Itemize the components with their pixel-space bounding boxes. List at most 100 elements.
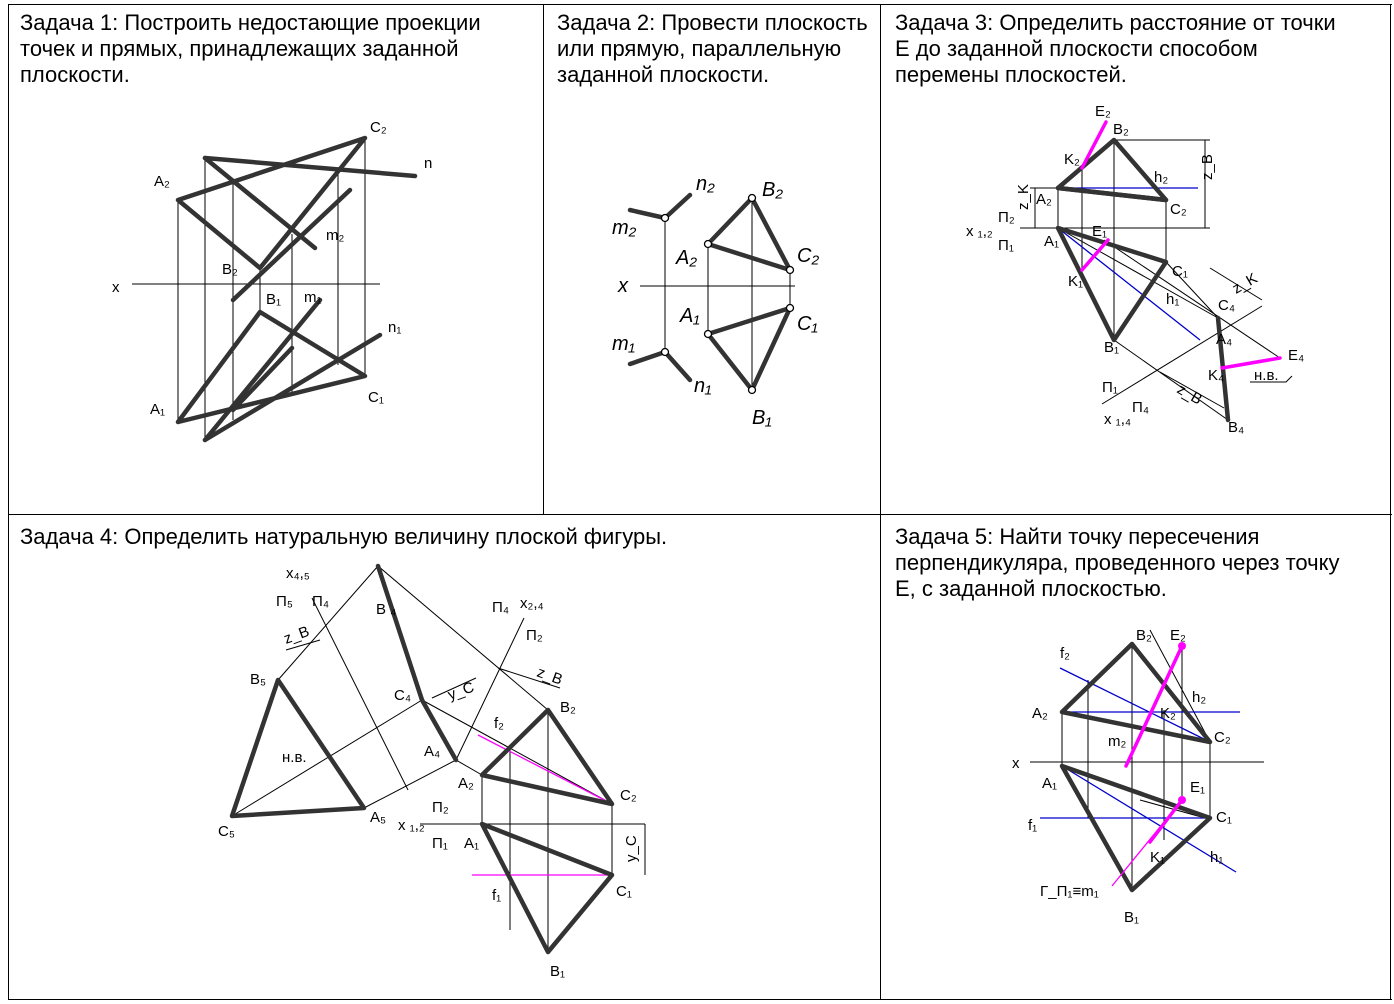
t4-label-P5: Π₅ bbox=[276, 593, 293, 610]
t5-label-A1: A₁ bbox=[1042, 775, 1057, 792]
grid-border-top bbox=[8, 4, 1392, 5]
t3-EK-4 bbox=[1220, 356, 1282, 370]
grid-row-divider bbox=[8, 514, 1392, 515]
task4-projections bbox=[229, 563, 615, 955]
t4-label-f1: f₁ bbox=[492, 887, 501, 904]
t4-label-A2: A₂ bbox=[458, 775, 474, 792]
t1-label-n: n bbox=[424, 155, 432, 172]
task5-title: Задача 5: Найти точку пересечения перпен… bbox=[895, 524, 1340, 601]
t1-label-A1: A₁ bbox=[150, 401, 165, 418]
t4-label-B1: B₁ bbox=[550, 963, 565, 980]
task1-top-projection bbox=[175, 297, 383, 443]
t4-label-B2: B₂ bbox=[560, 699, 576, 716]
task5-projections bbox=[1059, 641, 1213, 893]
t2-label-C2: C₂ bbox=[797, 245, 819, 267]
task1-title: Задача 1: Построить недостающие проекции… bbox=[20, 10, 481, 87]
t2-label-B2: B₂ bbox=[762, 179, 783, 201]
task4-axes bbox=[311, 597, 645, 825]
grid-col-divider-1 bbox=[543, 4, 544, 514]
t4-label-f2: f₂ bbox=[494, 715, 504, 732]
t5-f2-line bbox=[1059, 667, 1211, 743]
t4-f2-line bbox=[477, 734, 613, 805]
t1-label-m1: m₁ bbox=[304, 289, 322, 306]
t4-label-x24: x₂,₄ bbox=[520, 595, 544, 612]
t3-label-K2: K₂ bbox=[1064, 151, 1080, 168]
t3-label-nv: н.в. bbox=[1254, 367, 1279, 384]
t5-label-h1: h₁ bbox=[1210, 849, 1223, 866]
t4-label-x12: x ₁,₂ bbox=[398, 817, 425, 834]
t3-label-P4: Π₄ bbox=[1132, 399, 1149, 416]
t1-label-B1: B₁ bbox=[266, 291, 281, 308]
t1-label-m2: m₂ bbox=[326, 227, 344, 244]
task3-linkage bbox=[1030, 139, 1281, 421]
grid-border-right bbox=[1390, 4, 1391, 1000]
t2-label-B1: B₁ bbox=[752, 407, 772, 429]
t2-label-n2: n₂ bbox=[696, 173, 715, 195]
grid-border-left bbox=[8, 4, 9, 1000]
t3-label-B1: B₁ bbox=[1104, 339, 1119, 356]
t4-label-P2: Π₂ bbox=[526, 627, 543, 644]
t4-label-C5: C₅ bbox=[218, 823, 235, 840]
t3-label-C1: C₁ bbox=[1172, 263, 1188, 280]
t3-label-P1: Π₁ bbox=[998, 237, 1014, 254]
t4-label-yC2: y_C bbox=[623, 835, 640, 862]
task1-front-projection bbox=[175, 135, 418, 303]
t5-label-A2: A₂ bbox=[1032, 705, 1048, 722]
t3-label-zB: z_B bbox=[1199, 154, 1216, 180]
t4-label-C2: C₂ bbox=[620, 787, 637, 804]
t5-label-E2: E₂ bbox=[1170, 627, 1186, 644]
task3-top-projection bbox=[1055, 225, 1169, 343]
t5-label-K2: K₂ bbox=[1160, 705, 1176, 722]
task4-dim-lines bbox=[285, 639, 561, 699]
t3-label-A2: A₂ bbox=[1036, 191, 1052, 208]
t3-label-h1: h₁ bbox=[1166, 291, 1179, 308]
t4-label-nv: н.в. bbox=[282, 749, 307, 766]
t1-label-C2: C₂ bbox=[370, 119, 387, 136]
t3-label-x12: x ₁,₂ bbox=[966, 223, 993, 240]
t2-label-n1: n₁ bbox=[694, 375, 711, 397]
t3-label-zK: z_K bbox=[1015, 184, 1032, 210]
t4-label-C1: C₁ bbox=[616, 883, 632, 900]
t3-label-A1: A₁ bbox=[1044, 233, 1059, 250]
t3-label-E1: E₁ bbox=[1092, 223, 1107, 240]
t5-label-f2: f₂ bbox=[1060, 645, 1070, 662]
t5-h1-line bbox=[1061, 765, 1237, 873]
t3-EK-front bbox=[1080, 120, 1108, 170]
t5-label-B1: B₁ bbox=[1124, 909, 1139, 926]
t3-label-A4: A₄ bbox=[1216, 331, 1232, 348]
t5-label-E1: E₁ bbox=[1190, 779, 1205, 796]
t3-label-E4: E₄ bbox=[1288, 347, 1304, 364]
t5-label-C1: C₁ bbox=[1216, 809, 1232, 826]
t3-label-K4: K₄ bbox=[1208, 367, 1224, 384]
t5-label-x: x bbox=[1012, 755, 1020, 772]
t3-label-B2: B₂ bbox=[1113, 121, 1129, 138]
t2-label-A1: A₁ bbox=[679, 305, 700, 327]
t2-label-m1: m₁ bbox=[612, 333, 635, 355]
t3-label-C4: C₄ bbox=[1218, 297, 1235, 314]
t5-label-m2: m₂ bbox=[1108, 733, 1126, 750]
task4-title: Задача 4: Определить натуральную величин… bbox=[20, 524, 668, 549]
t4-label-P4: Π₄ bbox=[312, 593, 329, 610]
t4-label-B5: B₅ bbox=[250, 671, 266, 688]
t1-label-x: x bbox=[112, 279, 120, 296]
t2-label-C1: C₁ bbox=[797, 313, 818, 335]
t5-label-B2: B₂ bbox=[1136, 627, 1152, 644]
grid-col-divider-2 bbox=[880, 4, 881, 1000]
t3-label-E2: E₂ bbox=[1095, 103, 1111, 120]
t4-label-P1: Π₁ bbox=[432, 835, 448, 852]
task2-title: Задача 2: Провести плоскость или прямую,… bbox=[557, 10, 868, 87]
t4-label-A4: A₄ bbox=[424, 743, 440, 760]
t3-label-C2: C₂ bbox=[1170, 201, 1187, 218]
grid-border-bottom bbox=[8, 999, 1392, 1000]
t4-label-B4: B ₄ bbox=[376, 601, 396, 618]
t3-label-B4: B₄ bbox=[1228, 419, 1244, 436]
t5-label-h2: h₂ bbox=[1192, 689, 1206, 706]
t3-label-P1b: Π₁ bbox=[1102, 379, 1118, 396]
t5-label-C2: C₂ bbox=[1214, 729, 1231, 746]
t5-perp-front bbox=[1124, 644, 1184, 768]
